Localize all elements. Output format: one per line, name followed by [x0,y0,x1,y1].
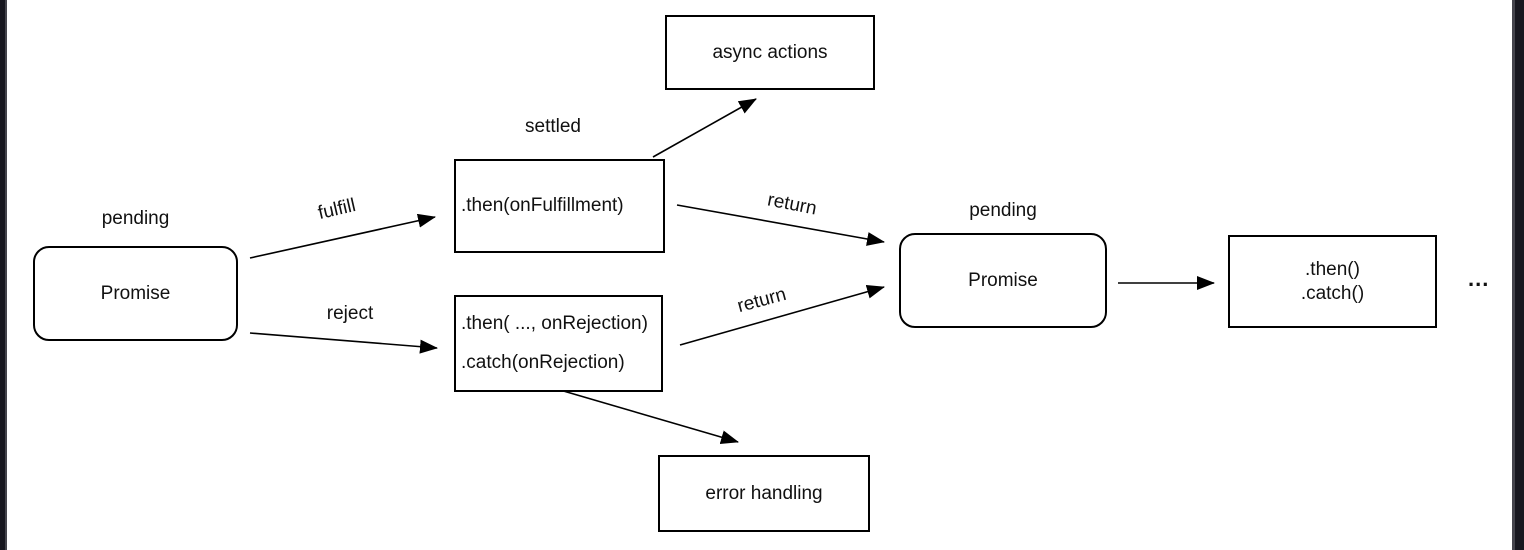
state-label-settled: settled [525,116,581,137]
node-chain-then-line: .then() [1305,258,1360,280]
edge-return-top-line [676,204,885,246]
state-label-pending-left: pending [101,208,170,229]
node-promise-right-label: Promise [968,269,1038,291]
edge-async-actions-line [652,98,757,158]
node-promise-right: Promise [899,233,1107,328]
node-then-onrejection-line: .then( ..., onRejection) [461,313,648,334]
window-frame-right-edge [1512,0,1524,550]
node-chain-catch-line: .catch() [1300,282,1365,304]
node-promise-left-label: Promise [100,282,171,304]
node-async-actions-label: async actions [712,41,828,63]
edge-error-handling-line [559,389,739,444]
window-frame-left-edge [0,0,7,550]
node-error-handling-label: error handling [705,482,823,504]
node-then-catch-onrejection: .then( ..., onRejection) .catch(onReject… [454,295,663,392]
state-label-pending-right: pending [969,200,1037,221]
node-promise-left: Promise [33,246,238,341]
node-then-catch-chain: .then() .catch() [1228,235,1437,328]
node-catch-onrejection-line: .catch(onRejection) [461,352,625,373]
node-async-actions: async actions [665,15,875,90]
continuation-ellipsis: ... [1468,266,1490,291]
edge-reject-line [249,332,438,354]
node-then-onfulfillment: .then(onFulfillment) [454,159,665,253]
edge-return-bottom-line [679,284,885,346]
edge-label-reject: reject [326,303,374,324]
node-error-handling: error handling [658,455,870,532]
node-then-onfulfillment-label: .then(onFulfillment) [461,195,624,216]
edge-fulfill-line [249,213,436,259]
